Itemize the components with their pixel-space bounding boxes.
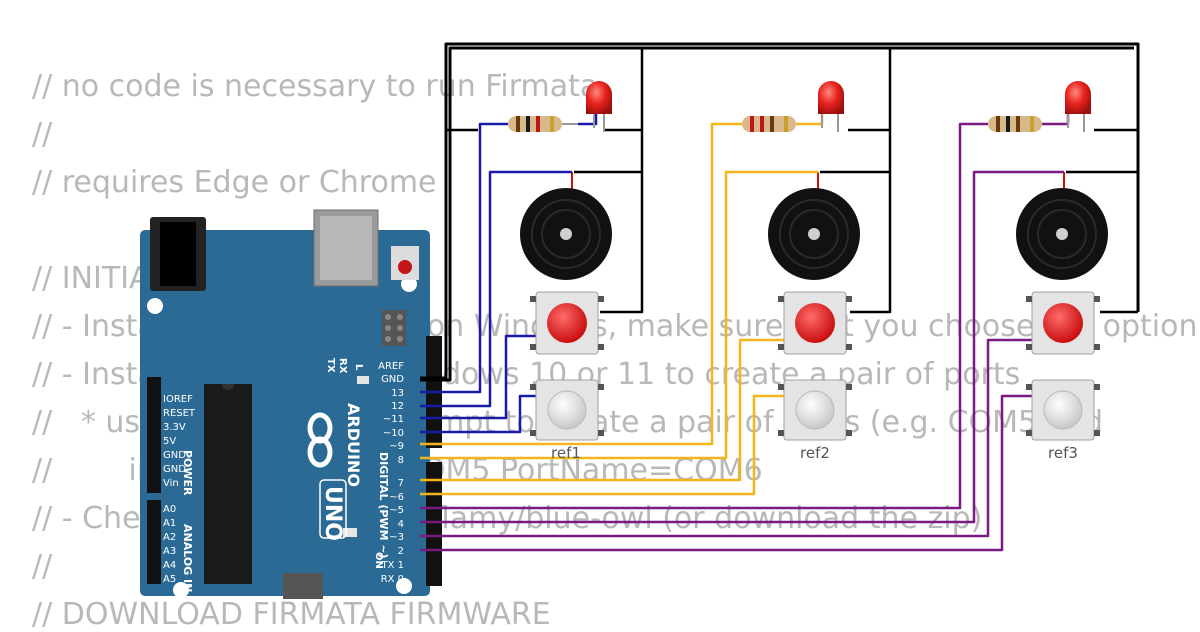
blue-wire [578,112,598,126]
pin-label: 4 [398,519,404,530]
red-pushbutton[interactable] [1026,291,1100,355]
code-line: // [32,117,53,152]
component-group-1: ref1 [508,81,612,462]
buzzer [768,188,860,280]
purple-wire [420,338,1032,538]
model-label: UNO [320,486,345,541]
white-pushbutton[interactable] [530,379,604,441]
rx-label: RX [337,358,348,374]
brand-label: ARDUINO [344,403,363,487]
icsp-header [382,310,406,346]
ref-label: ref2 [800,444,830,462]
resistor [988,116,1042,132]
pin-label: 12 [391,401,404,412]
code-line: // DOWNLOAD FIRMATA FIRMWARE [32,597,551,632]
microcontroller-chip [204,384,252,584]
wires [420,42,1140,552]
digital-label: DIGITAL (PWM ~) [377,452,390,559]
led [818,81,844,132]
pin-label: AREF [378,361,404,372]
orange-wire [420,338,784,482]
pin-label: 7 [398,478,404,489]
l-led-label: L [353,364,364,371]
pin-label: 8 [398,455,404,466]
component-group-3: ref3 [988,81,1108,462]
ref-label: ref3 [1048,444,1078,462]
pin-label: GND [381,374,404,385]
component-group-2: ref2 [742,81,860,462]
pin-label: A3 [163,546,176,557]
pin-label: A2 [163,532,176,543]
white-pushbutton[interactable] [778,379,852,441]
power-pin-labels: IOREF RESET 3.3V 5V GND GND Vin [163,394,196,489]
digital-pin-labels: AREF GND 13 12 ~11 ~10 ~9 8 7 ~6 ~5 4 ~3… [378,361,404,585]
ground-wire [850,48,892,314]
purple-wire [1042,112,1070,126]
blue-wire [420,394,536,434]
pin-label: ~5 [389,505,404,516]
pin-label: 5V [163,436,176,447]
pin-label: ~9 [389,441,404,452]
code-line: // no code is necessary to run Firmata [32,69,599,104]
blue-wire [420,122,508,394]
orange-wire [420,394,784,496]
code-line: // [32,549,53,584]
white-pushbutton[interactable] [1026,379,1100,441]
purple-wire [420,170,1064,524]
pin-label: A5 [163,574,176,585]
pin-label: TX 1 [381,560,405,571]
pin-label: RX 0 [381,574,404,585]
pin-label: RESET [163,408,196,419]
pin-label: GND [163,464,186,475]
purple-wire [420,122,988,510]
analog-label: ANALOG IN [181,524,194,592]
blue-wire [420,334,536,420]
arduino-uno-board: ARDUINO UNO ON TX RX L DIGITAL (PWM ~) P… [140,209,442,599]
resistor [508,116,578,132]
ground-wire [420,46,1134,382]
pin-label: ~6 [389,492,404,503]
pin-label: 13 [391,388,404,399]
ground-wire [420,42,1140,380]
pin-label: Vin [163,478,179,489]
pin-label: A4 [163,560,176,571]
pin-label: ~11 [383,414,404,425]
blue-wire [420,170,572,408]
orange-wire [420,170,818,460]
red-pushbutton[interactable] [778,291,852,355]
pin-label: ~10 [383,428,404,439]
pin-label: 2 [398,546,404,557]
led [1065,81,1091,132]
pin-label: GND [163,450,186,461]
pin-label: A0 [163,504,176,515]
resistor [742,116,796,132]
purple-wire [420,394,1032,552]
led [586,81,612,132]
on-label: ON [373,552,384,569]
ground-wire [600,48,644,314]
buzzer [520,188,612,280]
power-label: POWER [181,450,194,496]
ref-label: ref1 [551,444,581,462]
analog-pin-labels: A0 A1 A2 A3 A4 A5 [163,504,176,585]
red-pushbutton[interactable] [530,291,604,355]
buzzer [1016,188,1108,280]
pin-label: ~3 [389,532,404,543]
pin-label: 3.3V [163,422,186,433]
code-line: // requires Edge or Chrome [32,165,437,200]
tx-label: TX [325,358,336,373]
pin-label: A1 [163,518,176,529]
pin-label: IOREF [163,394,193,405]
orange-wire [420,122,744,446]
